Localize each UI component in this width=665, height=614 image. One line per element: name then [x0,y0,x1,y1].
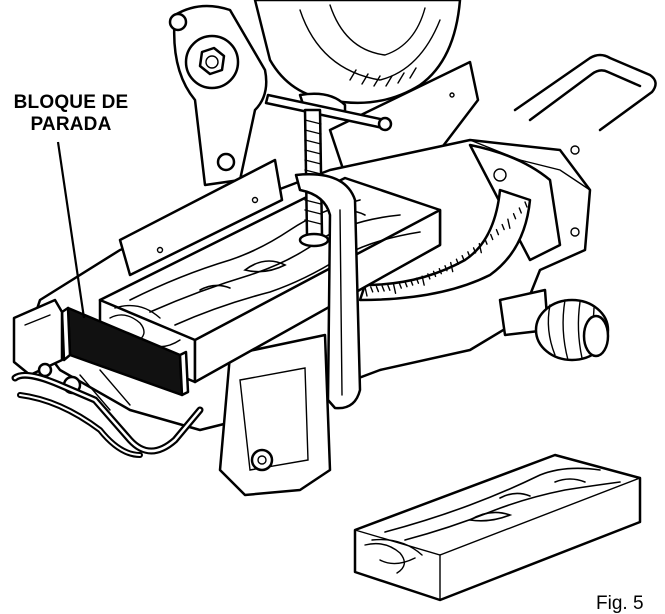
left-fence [118,158,284,277]
figure-label: Fig. 5 [596,593,644,614]
scale-tick [461,254,465,262]
hold-down-rod [11,369,204,458]
callout-leader-line [56,141,86,319]
scale-tick [507,218,511,229]
scale-tick [364,286,368,297]
scale-tick [387,284,391,291]
miter-lock-knob [498,288,610,362]
callout-line-2: PARADA [30,114,112,135]
vertical-clamp [264,92,393,410]
scale-tick [484,238,488,245]
stop-block-callout: BLOQUE DE PARADA [12,92,130,136]
blade-guard [253,0,462,105]
scale-tick [410,279,414,286]
base-left-end [12,298,82,395]
scale-tick [381,285,385,292]
scale-tick [490,233,494,241]
pivot-arm [168,4,268,187]
scale-tick [450,261,454,273]
scale-tick [398,282,402,289]
scale-tick [524,201,528,208]
scale-tick [392,283,397,294]
scale-tick [467,251,471,258]
scale-tick [495,228,500,236]
base-leg [218,333,332,497]
scale-tick [415,277,420,284]
separate-wood-block [353,453,642,602]
scale-tick [472,247,477,254]
scale-tick [370,286,374,293]
scale-tick [404,280,408,288]
stop-block [60,306,190,397]
scale-tick [375,285,380,293]
miter-scale [358,188,532,302]
carry-handle [513,53,657,132]
scale-tick [455,258,460,265]
scale-tick [427,273,431,280]
scale-tick [444,265,448,272]
scale-tick [421,275,425,286]
scale-tick [432,270,437,278]
scale-tick [518,207,522,214]
scale-tick [501,223,505,231]
callout-line-1: BLOQUE DE [13,92,129,113]
scale-tick [478,242,482,254]
scale-tick [512,213,517,220]
scale-tick [438,267,442,275]
